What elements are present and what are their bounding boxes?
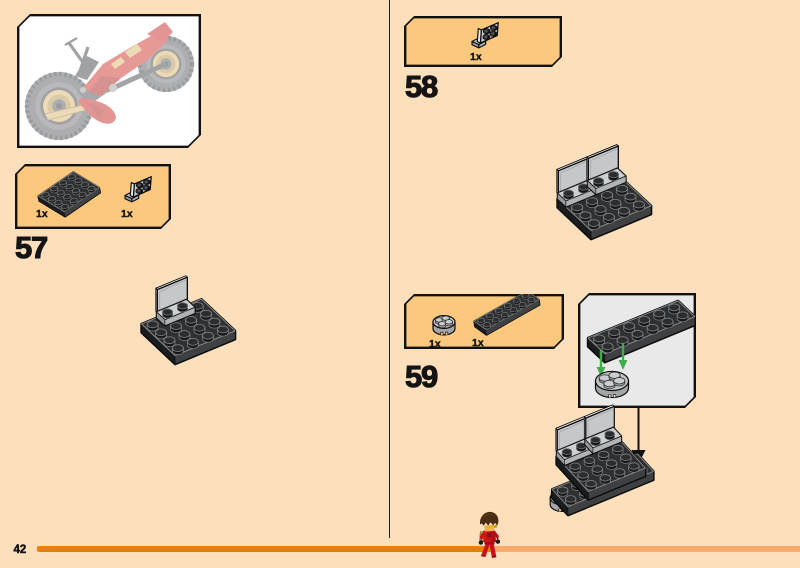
parts-58-image [404,16,562,67]
step-59-assembly-image [549,404,655,517]
sub-assembly-image [578,293,696,408]
part-quantity-label: 1x [36,208,48,220]
kai-minifigure [478,511,501,558]
part-quantity-label: 1x [121,208,133,220]
sub-assembly-callout-box [578,293,696,408]
motorcycle-model-image [17,14,201,148]
page-number: 42 [13,544,27,556]
step-number-58: 58 [404,69,438,104]
parts-box-step-58: 1x [404,16,562,67]
parts-57-image [15,164,171,229]
model-preview-box [17,14,201,148]
progress-track [37,545,800,552]
progress-fill [37,545,491,552]
part-quantity-label: 1x [429,338,441,350]
parts-box-step-57: 1x 1x [15,164,171,229]
column-divider [388,0,391,538]
step-57-assembly-image [140,275,237,366]
step-number-57: 57 [14,230,48,265]
parts-box-step-59: 1x 1x [404,294,564,349]
parts-59-image [404,294,564,349]
part-quantity-label: 1x [470,51,482,63]
part-quantity-label: 1x [472,337,484,349]
step-number-59: 59 [404,359,438,394]
step-58-assembly-image [556,144,653,241]
